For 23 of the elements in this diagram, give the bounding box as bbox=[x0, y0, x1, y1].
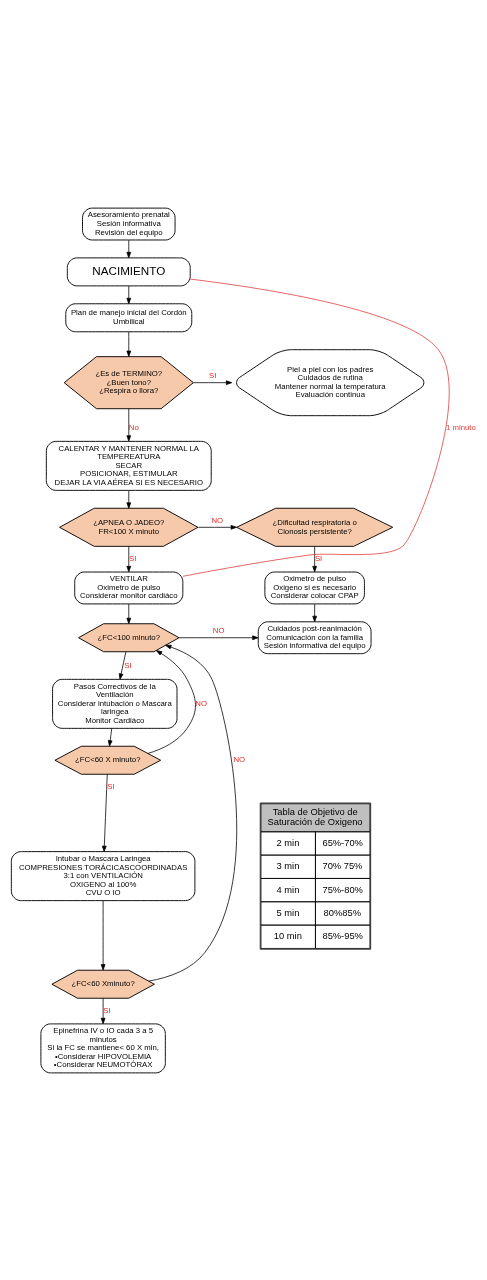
edge-label: SI bbox=[314, 553, 323, 563]
edge-label: SI bbox=[124, 660, 132, 670]
label: 3 min bbox=[276, 860, 300, 871]
edge-label: SI bbox=[129, 553, 137, 563]
label: 85%-95% bbox=[322, 930, 363, 941]
edge-label: SI bbox=[107, 781, 115, 791]
edge-label: NO bbox=[212, 625, 225, 635]
edge-label: 1 minuto bbox=[445, 422, 476, 432]
edge-label: SI bbox=[209, 370, 217, 380]
label: 65%-70% bbox=[322, 837, 363, 848]
label: 10 min bbox=[273, 930, 302, 941]
label: 75%-80% bbox=[322, 884, 363, 895]
label: Tabla de Objetivo de Saturación de Oxigeno bbox=[267, 806, 363, 827]
label: 70% 75% bbox=[322, 860, 363, 871]
label: 5 min bbox=[276, 907, 300, 918]
label: 4 min bbox=[276, 884, 300, 895]
label: 80%85% bbox=[323, 907, 361, 918]
label: 2 min bbox=[276, 837, 300, 848]
edge-label: No bbox=[128, 422, 139, 432]
edge-label: NO bbox=[195, 698, 207, 708]
edge-label: NO bbox=[233, 754, 246, 764]
edge-label: NO bbox=[211, 515, 224, 525]
edge-label: SI bbox=[103, 1005, 111, 1015]
